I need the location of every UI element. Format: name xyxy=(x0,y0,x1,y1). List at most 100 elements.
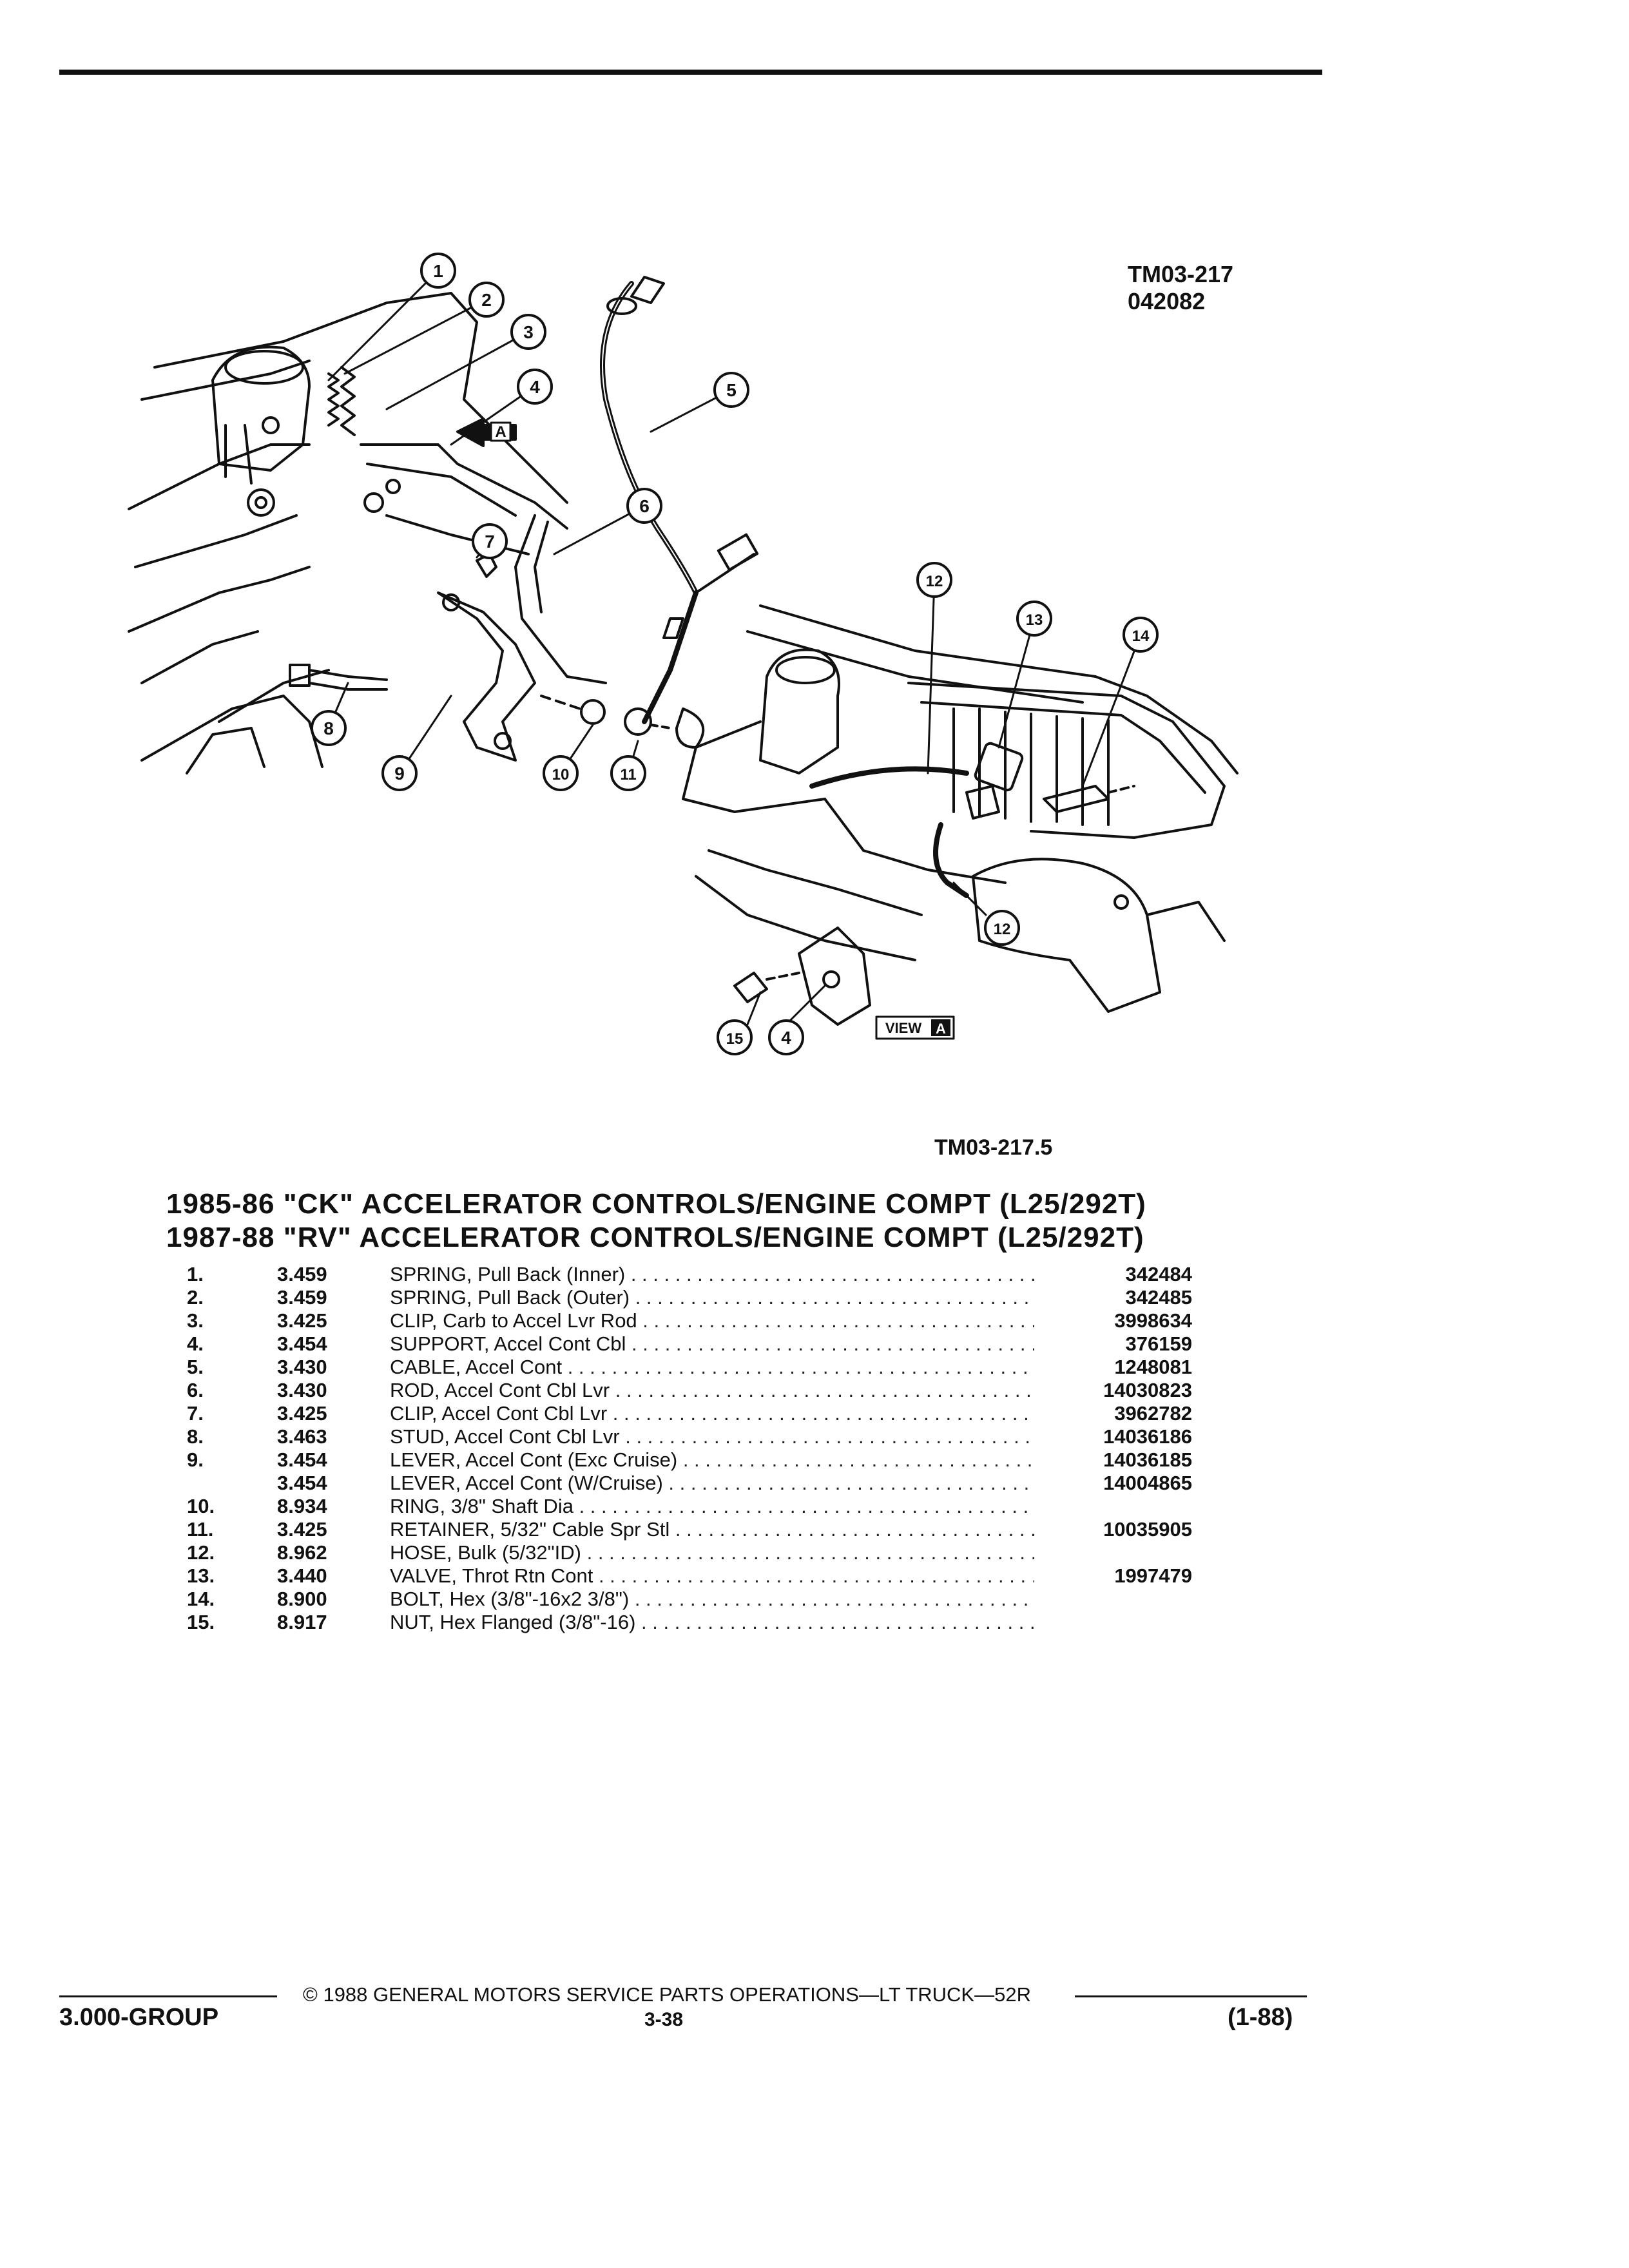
part-description: LEVER, Accel Cont (Exc Cruise) . . . . .… xyxy=(390,1448,1060,1472)
footer-revision: (1-88) xyxy=(1228,2004,1293,2031)
callout-number: 5 xyxy=(726,380,737,400)
callout-number: 3 xyxy=(523,322,534,342)
part-number xyxy=(1060,1495,1192,1518)
part-number: 342485 xyxy=(1125,1286,1192,1309)
part-ref-number: 1. xyxy=(187,1263,204,1285)
leader-dots: . . . . . . . . . . . . . . . . . . . . … xyxy=(579,1495,1034,1517)
callout-circle xyxy=(420,253,456,289)
parts-row: 14. 8.900 BOLT, Hex (3/8"-16x2 3/8") . . .… xyxy=(187,1588,1192,1611)
accelerator-cable xyxy=(600,276,759,724)
leader-dots: . . . . . . . . . . . . . . . . . . . . … xyxy=(630,1263,1034,1285)
part-description: SPRING, Pull Back (Inner) . . . . . . . … xyxy=(390,1263,1060,1286)
leader-dots: . . . . . . . . . . . . . . . . . . . . … xyxy=(634,1588,1034,1610)
callout-circle xyxy=(717,1019,753,1055)
callout-circle xyxy=(713,372,749,408)
part-ref-number: 15. xyxy=(187,1611,215,1633)
arrow-letter: A xyxy=(495,423,506,441)
callout-number: 12 xyxy=(994,921,1011,938)
part-description: HOSE, Bulk (5/32"ID) . . . . . . . . . .… xyxy=(390,1541,1060,1564)
part-description-text: SUPPORT, Accel Cont Cbl xyxy=(390,1332,626,1355)
part-group-number: 8.917 xyxy=(277,1611,327,1633)
part-description: VALVE, Throt Rtn Cont . . . . . . . . . … xyxy=(390,1564,1060,1588)
figure-reference: TM03-217 042082 xyxy=(1128,261,1233,315)
leader-dots: . . . . . . . . . . . . . . . . . . . . … xyxy=(682,1448,1034,1471)
part-group-number: 3.459 xyxy=(277,1286,327,1309)
callout-number: 1 xyxy=(433,261,443,281)
parts-row: 12. 8.962 HOSE, Bulk (5/32"ID) . . . . . .… xyxy=(187,1541,1192,1564)
callout-number: 4 xyxy=(530,377,540,397)
callout-number: 9 xyxy=(394,764,405,783)
part-ref-number: 7. xyxy=(187,1402,204,1425)
part-description: CLIP, Carb to Accel Lvr Rod . . . . . . … xyxy=(390,1309,1060,1332)
callout-number: 10 xyxy=(552,766,570,783)
part-group-number: 3.430 xyxy=(277,1379,327,1401)
part-description-text: SPRING, Pull Back (Inner) xyxy=(390,1263,626,1285)
part-ref-number: 5. xyxy=(187,1356,204,1378)
callout-circle xyxy=(626,488,662,524)
leader-dots: . . . . . . . . . . . . . . . . . . . . … xyxy=(641,1611,1034,1633)
part-description-text: RING, 3/8" Shaft Dia xyxy=(390,1495,574,1517)
part-group-number: 3.454 xyxy=(277,1472,327,1494)
part-ref-number: 12. xyxy=(187,1541,215,1564)
part-description-text: CLIP, Carb to Accel Lvr Rod xyxy=(390,1309,637,1332)
callout-circle xyxy=(381,755,418,791)
part-description-text: CABLE, Accel Cont xyxy=(390,1356,563,1378)
callout-circle xyxy=(510,314,546,350)
part-number: 14036185 xyxy=(1103,1448,1192,1471)
part-group-number: 8.962 xyxy=(277,1541,327,1564)
part-group-number: 3.463 xyxy=(277,1425,327,1448)
part-number: 3998634 xyxy=(1114,1309,1192,1332)
callout-circle xyxy=(1016,601,1052,637)
part-group-number: 8.900 xyxy=(277,1588,327,1610)
part-description-text: RETAINER, 5/32" Cable Spr Stl xyxy=(390,1518,670,1541)
callout-number: 2 xyxy=(481,290,492,310)
part-number xyxy=(1060,1588,1192,1611)
part-description-text: NUT, Hex Flanged (3/8"-16) xyxy=(390,1611,636,1633)
callout-number: 4 xyxy=(781,1028,791,1048)
leader-dots: . . . . . . . . . . . . . . . . . . . . … xyxy=(586,1541,1034,1564)
leader-dots: . . . . . . . . . . . . . . . . . . . . … xyxy=(625,1425,1034,1448)
part-group-number: 3.440 xyxy=(277,1564,327,1587)
part-group-number: 3.425 xyxy=(277,1402,327,1425)
footer-group: 3.000-GROUP xyxy=(59,2004,219,2031)
callout-number: 8 xyxy=(323,718,334,738)
callout-number: 6 xyxy=(639,496,650,516)
footer-rule-right xyxy=(1075,1995,1307,1997)
engine-assembly-view-a xyxy=(682,604,1239,1026)
part-ref-number xyxy=(187,1472,277,1495)
part-description: BOLT, Hex (3/8"-16x2 3/8") . . . . . . .… xyxy=(390,1588,1060,1611)
callout-circle xyxy=(468,282,505,318)
part-number: 342484 xyxy=(1125,1263,1192,1285)
callout-circle xyxy=(311,710,347,746)
view-a-arrow: A xyxy=(456,418,517,447)
part-description: NUT, Hex Flanged (3/8"-16) . . . . . . .… xyxy=(390,1611,1060,1634)
callout-circle xyxy=(472,523,508,559)
part-description-text: STUD, Accel Cont Cbl Lvr xyxy=(390,1425,620,1448)
callout-circle xyxy=(1123,617,1159,653)
part-group-number: 3.454 xyxy=(277,1448,327,1471)
part-description-text: CLIP, Accel Cont Cbl Lvr xyxy=(390,1402,608,1425)
leader-dots: . . . . . . . . . . . . . . . . . . . . … xyxy=(631,1332,1034,1355)
leader-dots: . . . . . . . . . . . . . . . . . . . . … xyxy=(567,1356,1034,1378)
callout-circle xyxy=(610,755,646,791)
figure-caption: TM03-217.5 xyxy=(934,1135,1053,1160)
engine-assembly-left xyxy=(128,292,705,774)
part-description-text: HOSE, Bulk (5/32"ID) xyxy=(390,1541,581,1564)
footer-copyright: © 1988 GENERAL MOTORS SERVICE PARTS OPER… xyxy=(303,1983,1031,2006)
leader-dots: . . . . . . . . . . . . . . . . . . . . … xyxy=(642,1309,1034,1332)
part-ref-number: 6. xyxy=(187,1379,204,1401)
parts-list-table: 1. 3.459 SPRING, Pull Back (Inner) . . . .… xyxy=(187,1263,1192,1634)
part-ref-number: 3. xyxy=(187,1309,204,1332)
part-ref-number: 14. xyxy=(187,1588,215,1610)
leader-dots: . . . . . . . . . . . . . . . . . . . . … xyxy=(615,1379,1034,1401)
callout-number: 12 xyxy=(926,573,943,590)
part-number xyxy=(1060,1611,1192,1634)
